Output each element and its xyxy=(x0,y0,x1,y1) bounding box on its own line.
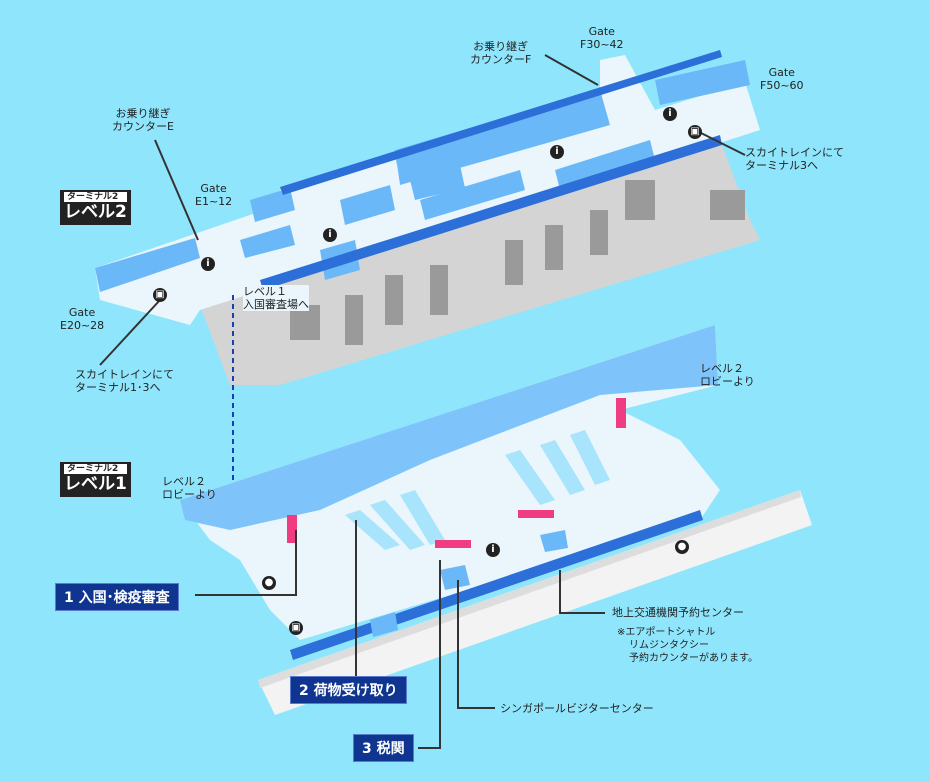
info-icon: i xyxy=(323,228,337,242)
counter-e-label: お乗り継ぎカウンターE xyxy=(112,107,174,133)
step-baggage-claim[interactable]: 2 荷物受け取り xyxy=(290,676,407,704)
skytrain-t3-label: スカイトレインにてターミナル3へ xyxy=(745,146,844,172)
skytrain-icon: ▣ xyxy=(688,125,702,139)
info-icon: i xyxy=(663,107,677,121)
ground-transport-label: 地上交通機関予約センター xyxy=(612,606,744,619)
counter-f-label: お乗り継ぎカウンターF xyxy=(470,40,532,66)
level1-floor xyxy=(180,325,812,715)
info-icon: i xyxy=(550,145,564,159)
step-immigration[interactable]: 1 入国･検疫審査 xyxy=(55,583,179,611)
level2-floor xyxy=(95,50,760,385)
ground-transport-note: ※エアポートシャトルリムジンタクシー予約カウンターがあります。 xyxy=(617,627,758,664)
leader-lines xyxy=(99,54,746,749)
skytrain-icon: ▣ xyxy=(153,288,167,302)
step-customs[interactable]: 3 税関 xyxy=(353,734,414,762)
info-icon: i xyxy=(486,543,500,557)
visitor-center-label: シンガポールビジターセンター xyxy=(500,702,654,715)
taxi-icon: ● xyxy=(675,540,689,554)
taxi-icon: ● xyxy=(262,576,276,590)
info-icon: i xyxy=(201,257,215,271)
skytrain-icon: ▣ xyxy=(289,621,303,635)
skytrain-t13-label: スカイトレインにてターミナル1･3へ xyxy=(75,368,174,394)
